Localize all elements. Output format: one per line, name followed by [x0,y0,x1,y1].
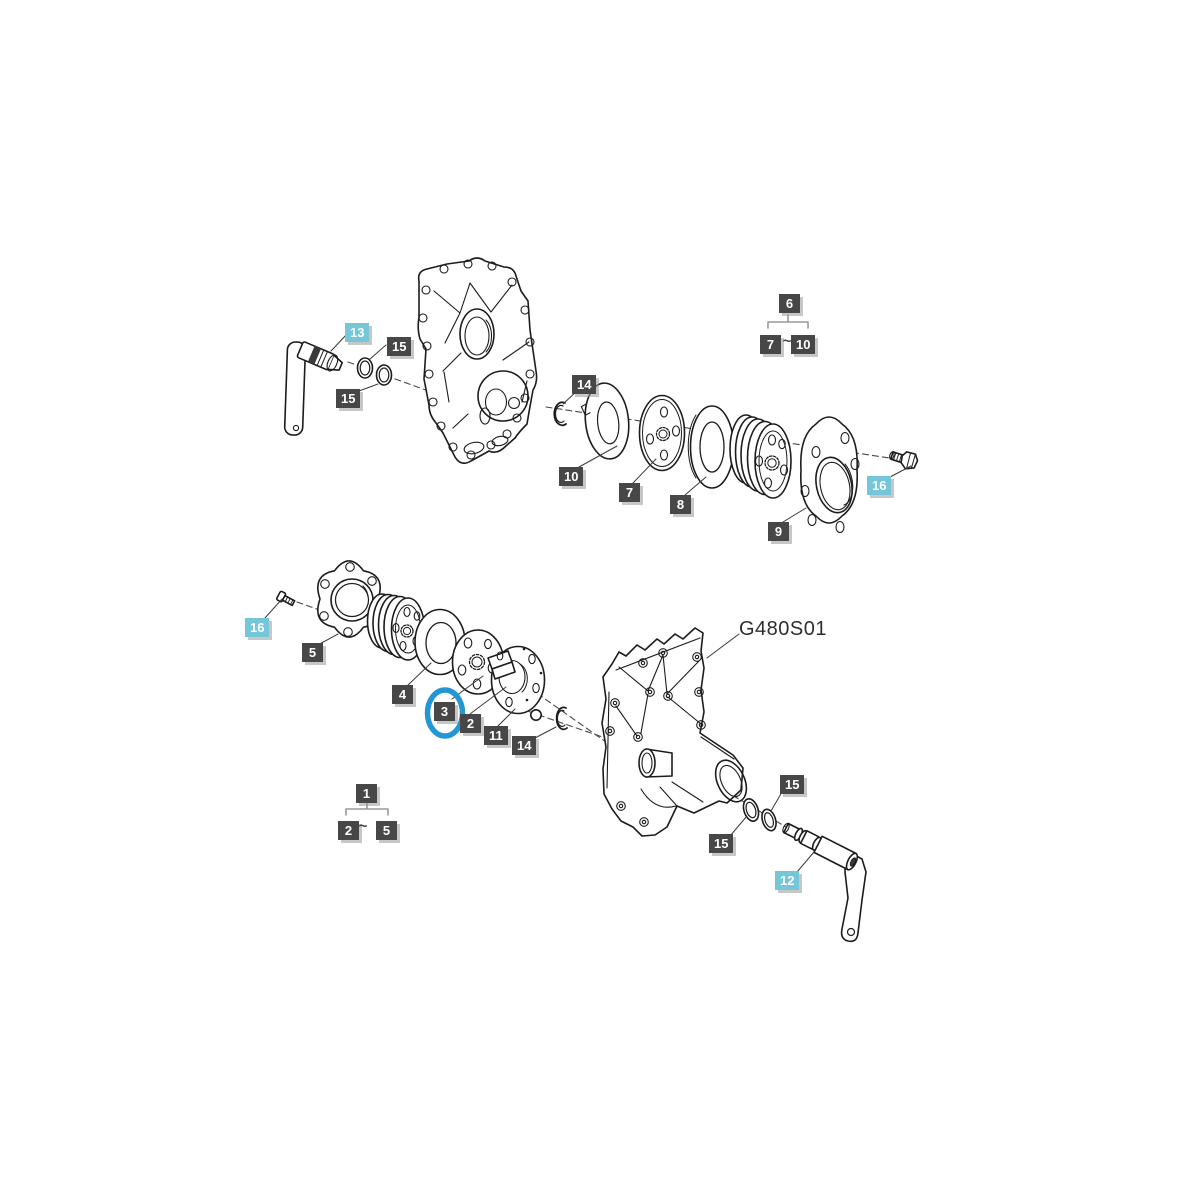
part-oring-bottom-2 [761,808,777,832]
callout-5-b: 5 [376,821,397,840]
range-tilde-top: ~ [782,333,792,350]
callout-10-a: 10 [559,467,584,486]
callout-8: 8 [670,495,691,514]
part-ball [529,708,542,721]
part-plate-11 [487,645,546,715]
part-flange-9 [799,416,860,534]
callout-12: 12 [775,871,800,890]
callout-1: 1 [356,784,377,803]
callout-15-d: 15 [709,834,734,853]
callout-15-c: 15 [780,775,805,794]
callout-10-b: 10 [791,335,816,354]
callout-4: 4 [392,685,413,704]
figure-code-label: G480S01 [739,618,828,640]
part-shift-lever-top [283,341,344,436]
part-friction-disc-8 [687,405,735,489]
callout-3-highlighted: 3 [434,702,455,721]
part-bolt-bottom [275,590,296,607]
callout-9: 9 [768,522,789,541]
part-plate-10 [580,382,630,460]
part-housing-cover-top [417,257,538,465]
part-gear-housing [601,627,748,837]
callout-14-b: 14 [512,736,537,755]
callout-16-b: 16 [245,618,270,637]
callout-11: 11 [484,726,508,745]
highlight-ring [424,687,466,739]
callout-15-b: 15 [336,389,361,408]
group-brackets [345,314,809,816]
callout-7-b: 7 [760,335,781,354]
callout-16-a: 16 [867,476,892,495]
part-bolt-top [889,451,919,470]
part-snap-ring-bottom [555,706,568,731]
callout-6: 6 [779,294,800,313]
callout-14-a: 14 [572,375,597,394]
callout-7-a: 7 [619,483,640,502]
part-pulley-drum-top [729,414,792,499]
callout-15-a: 15 [387,337,412,356]
callout-2-a: 2 [460,714,481,733]
part-oring-top-1 [356,357,374,379]
callout-2-b: 2 [338,821,359,840]
range-tilde-bottom: ~ [358,818,368,835]
callout-5-a: 5 [302,643,323,662]
part-shift-shaft-lever [782,822,867,943]
part-oring-top-2 [375,364,393,386]
callout-13: 13 [345,323,370,342]
part-disc-7 [638,394,686,472]
part-snap-ring-top [553,401,567,427]
